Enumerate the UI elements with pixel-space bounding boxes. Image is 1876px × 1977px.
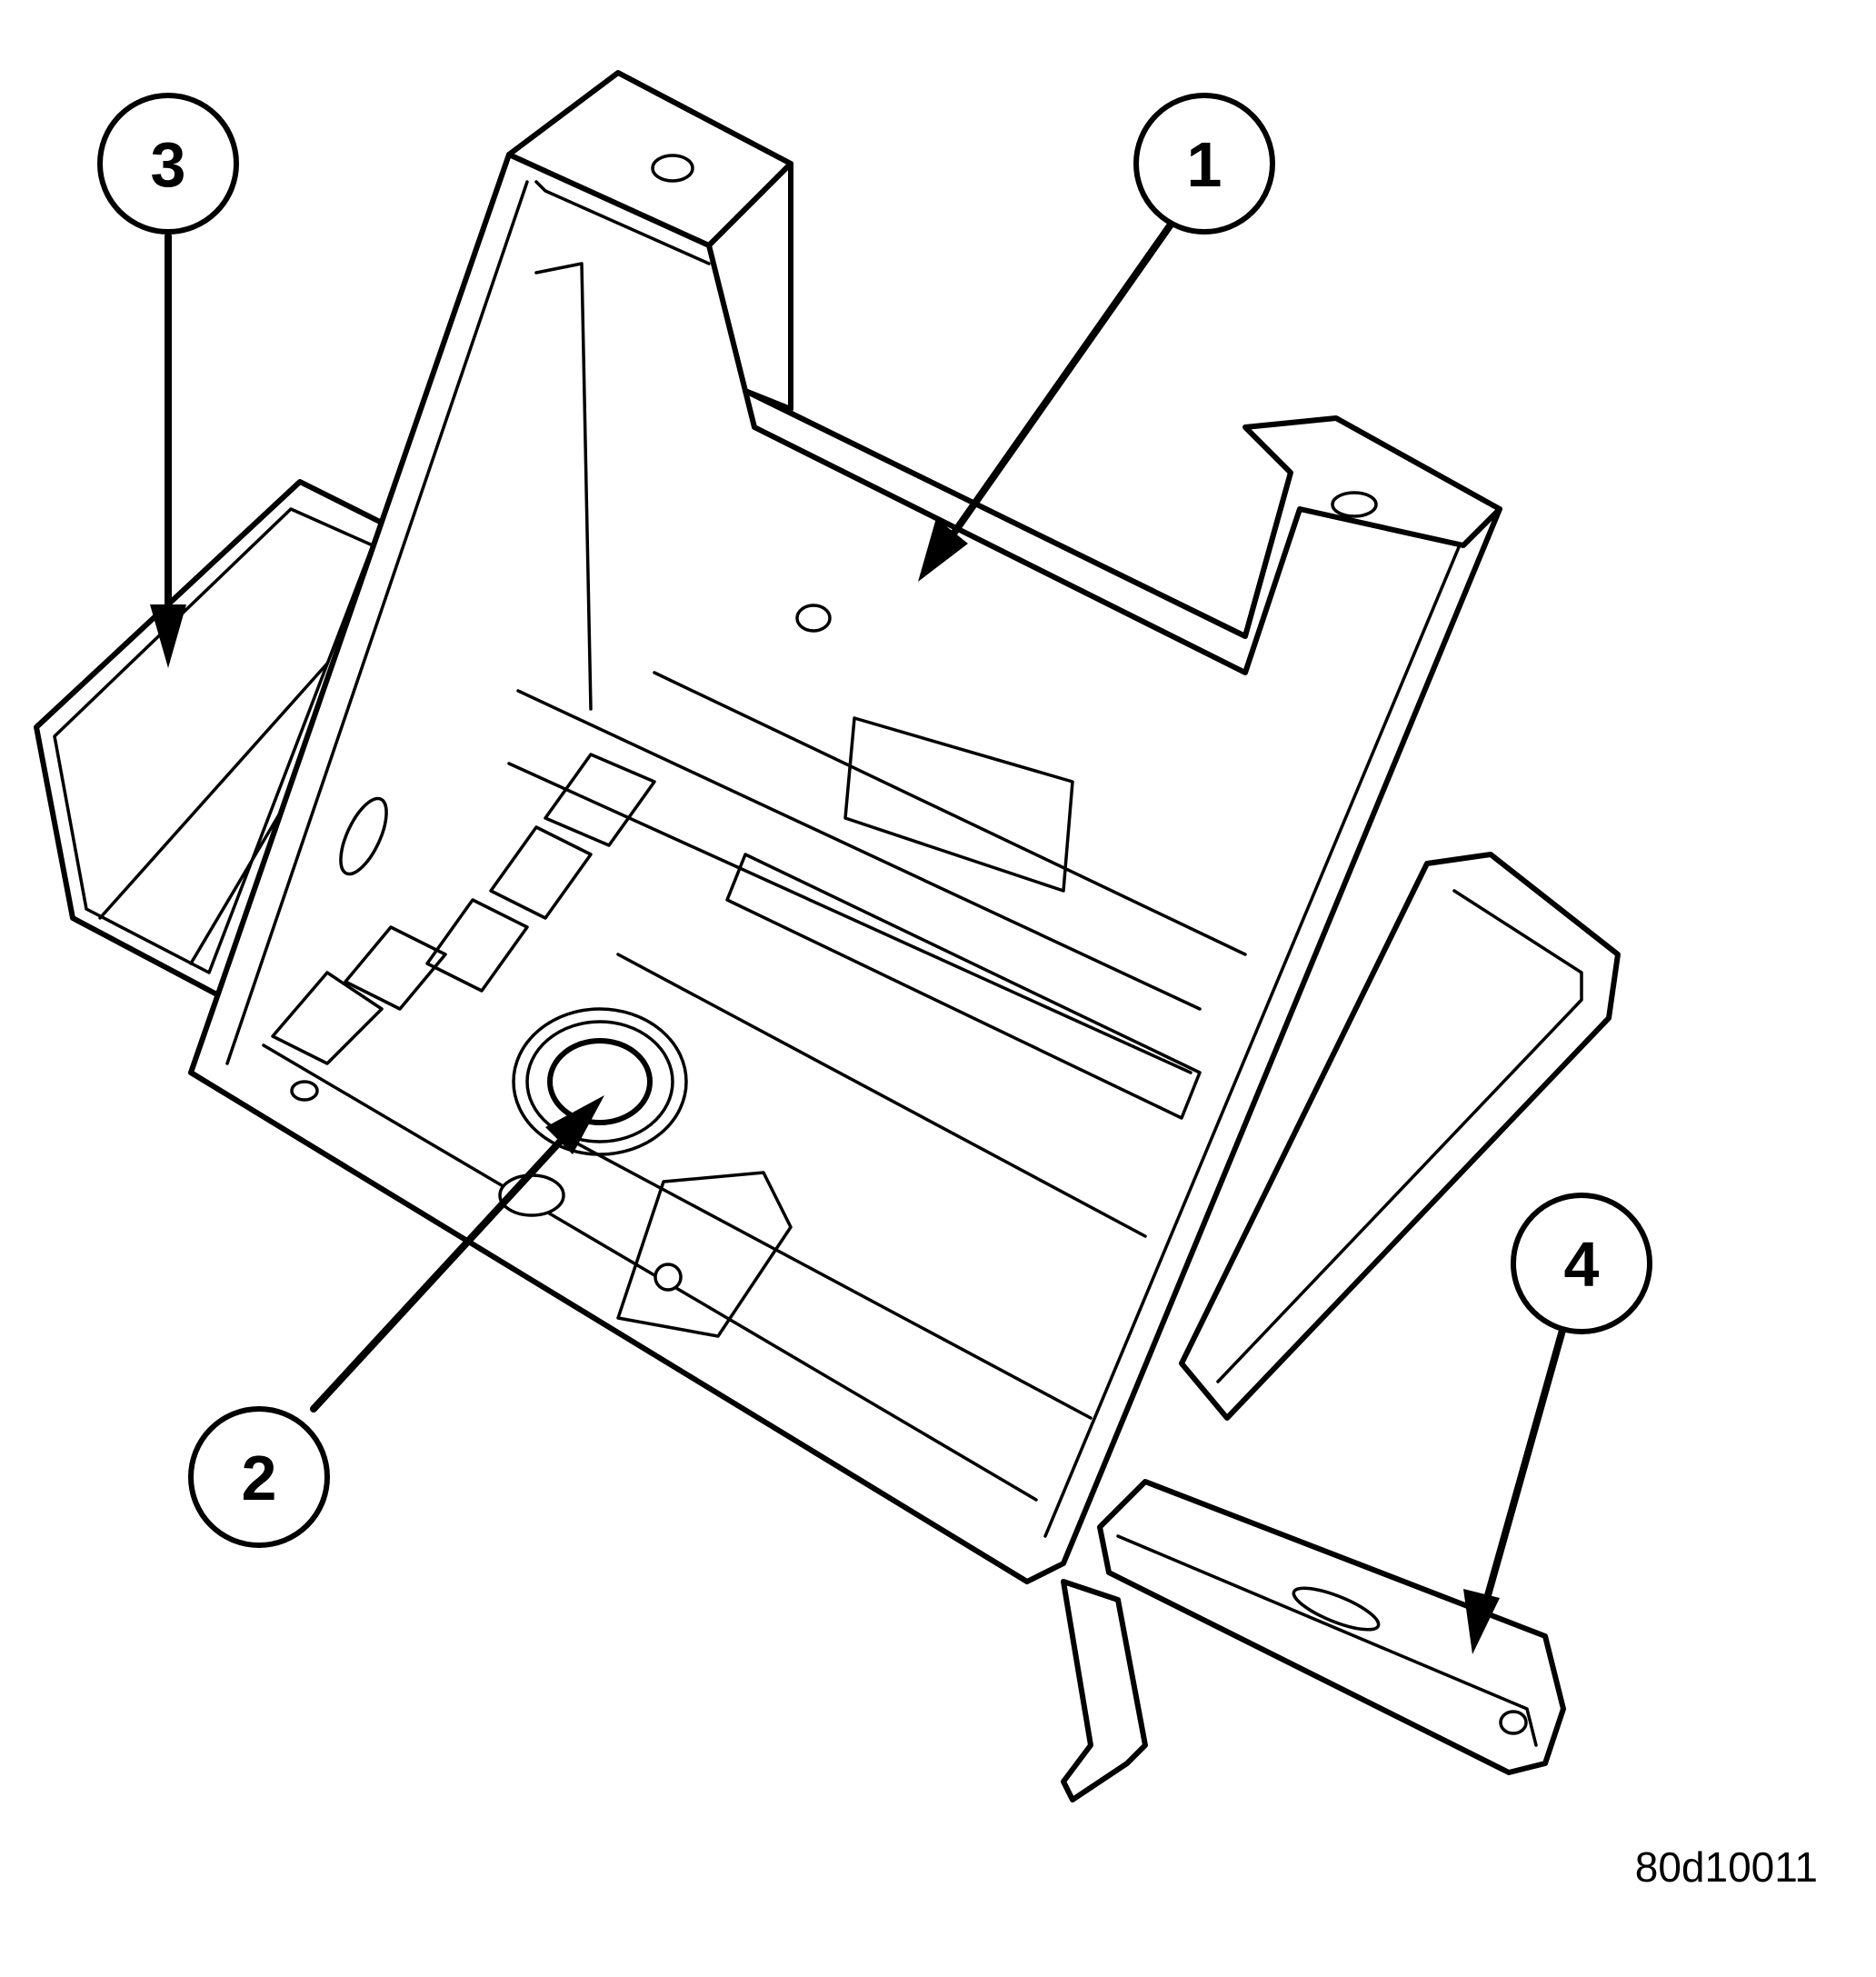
small-hole-center: [654, 1263, 683, 1292]
bracket-hole: [1499, 1710, 1528, 1735]
callout-1-label: 1: [1187, 129, 1222, 200]
small-hole-left: [290, 1080, 319, 1102]
callout-2: 2: [188, 1095, 604, 1548]
callout-4: 4: [1463, 1193, 1652, 1654]
top-left-hole: [651, 154, 694, 183]
callout-4-label: 4: [1564, 1229, 1600, 1300]
left-slot: [339, 796, 388, 876]
front-wall: [506, 70, 1502, 711]
left-flange: [34, 479, 394, 1003]
drain-grommet: [512, 1007, 688, 1156]
callout-1: 1: [918, 93, 1275, 582]
mounting-bracket: [1061, 1479, 1566, 1802]
right-tray-extension: [1179, 852, 1621, 1421]
tray-body: [188, 152, 1502, 1584]
figure-id: 80d10011: [1635, 1843, 1818, 1891]
callout-3: 3: [97, 93, 239, 668]
front-wall-hole: [795, 604, 832, 633]
top-right-hole: [1331, 491, 1378, 518]
callout-2-label: 2: [242, 1443, 277, 1513]
callout-3-label: 3: [151, 129, 186, 200]
bracket-slot: [1292, 1586, 1381, 1632]
